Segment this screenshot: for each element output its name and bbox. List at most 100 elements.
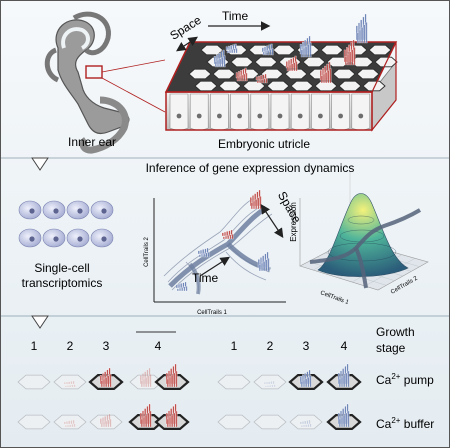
growth-bundle	[139, 367, 152, 388]
front-cell	[351, 93, 371, 131]
cells-label-line2: transcriptomics	[22, 276, 103, 290]
hex-cell	[188, 68, 212, 80]
space-arrow	[176, 36, 198, 52]
middle-panel: Inference of gene expression dynamics Si…	[18, 161, 429, 316]
front-cell	[250, 93, 270, 131]
trajectory-time-label: Time	[192, 271, 219, 285]
front-cells	[169, 93, 371, 131]
top-hair-bundle	[343, 39, 356, 66]
stage-number: 1	[231, 339, 238, 353]
hex-cell	[212, 68, 236, 80]
growth-cell	[217, 414, 251, 430]
growth-cell	[53, 374, 87, 390]
hex-cell	[332, 68, 356, 80]
hex-cell	[194, 80, 218, 92]
inner-ear-illustration	[44, 11, 166, 154]
single-cell	[42, 228, 66, 248]
stage-number: 2	[267, 339, 274, 353]
cell-nucleus	[318, 113, 323, 119]
growth-bundle	[299, 369, 312, 388]
cell-nucleus	[176, 113, 182, 119]
growth-cell	[53, 414, 87, 430]
growth-bundle	[63, 380, 76, 388]
top-hair-bundle	[213, 49, 226, 68]
down-arrow-2	[31, 315, 49, 329]
trajectory-y-label: CellTrails 2	[144, 236, 150, 266]
top-panel: Inner ear Space Time Embryonic utricle	[44, 9, 398, 154]
hex-cell	[362, 80, 386, 92]
stage-number: 2	[67, 339, 74, 353]
growth-bundle	[299, 419, 312, 428]
front-cell	[210, 93, 229, 131]
trajectory-bundle	[197, 247, 210, 258]
top-hair-bundle	[355, 13, 368, 44]
growth-cell	[17, 414, 51, 430]
cell-nucleus	[257, 113, 263, 119]
stage-number: 3	[103, 339, 110, 353]
hex-cell	[230, 56, 254, 68]
growth-bundle	[99, 413, 112, 428]
hex-cell	[338, 80, 362, 92]
hex-cell	[368, 44, 392, 56]
single-cell	[18, 228, 42, 248]
trajectory-space-arrow	[260, 204, 284, 238]
cell-nucleus	[338, 113, 343, 119]
single-cell	[42, 200, 66, 220]
cell-nucleus	[358, 113, 364, 119]
trajectory-bundles	[175, 189, 270, 292]
single-cell	[90, 228, 114, 248]
trajectory-bundle	[249, 189, 262, 210]
trajectory-bundle	[221, 229, 234, 240]
growth-cell	[253, 374, 287, 390]
expression-surface-plot: Expression CellTrails 1 CellTrails 2	[289, 172, 429, 306]
ca-buffer-label: Ca2+ buffer	[376, 416, 434, 431]
front-cell	[169, 93, 189, 131]
growth-bundle	[139, 403, 152, 428]
top-hair-bundle	[225, 43, 238, 54]
utricle-block	[164, 13, 398, 132]
trajectory-bundle	[175, 281, 188, 292]
top-hair-bundle	[285, 55, 298, 72]
surface-trajectory-branch	[354, 247, 368, 289]
growth-bundle	[263, 380, 276, 388]
growth-label-line1: Growth	[376, 325, 415, 339]
hex-cell	[218, 80, 242, 92]
stage-number: 1	[31, 339, 38, 353]
utricle-label: Embryonic utricle	[218, 137, 310, 151]
hex-cell	[290, 80, 314, 92]
zoom-line-bottom	[101, 77, 166, 113]
single-cell	[66, 200, 90, 220]
cell-nucleus	[217, 113, 222, 119]
cells-label-line1: Single-cell	[34, 261, 89, 275]
stage-number: 4	[341, 339, 348, 353]
top-hair-bundle	[255, 73, 268, 84]
front-cell	[189, 93, 209, 131]
growth-cell	[129, 374, 163, 390]
front-cell	[331, 93, 350, 131]
hex-cell	[302, 56, 326, 68]
hex-cell	[326, 56, 350, 68]
hex-cell	[272, 44, 296, 56]
hex-cell	[320, 44, 344, 56]
growth-cell	[217, 374, 251, 390]
single-cells	[18, 200, 114, 248]
growth-cell	[253, 414, 287, 430]
surface-trajectory	[309, 208, 422, 264]
top-time-label: Time	[222, 9, 249, 23]
growth-bundle	[63, 419, 76, 428]
hex-cell	[284, 68, 308, 80]
growth-cell	[17, 374, 51, 390]
top-hair-bundle	[319, 61, 332, 84]
growth-bundle	[165, 363, 178, 388]
surface-z-label: Expression	[289, 202, 298, 242]
growth-label-line2: stage	[376, 341, 406, 355]
top-hair-bundle	[261, 43, 274, 56]
single-cell	[18, 200, 42, 220]
hex-cell	[254, 56, 278, 68]
zoom-line-top	[101, 59, 166, 73]
ca-pump-row	[17, 363, 362, 390]
growth-bundle	[165, 403, 178, 428]
